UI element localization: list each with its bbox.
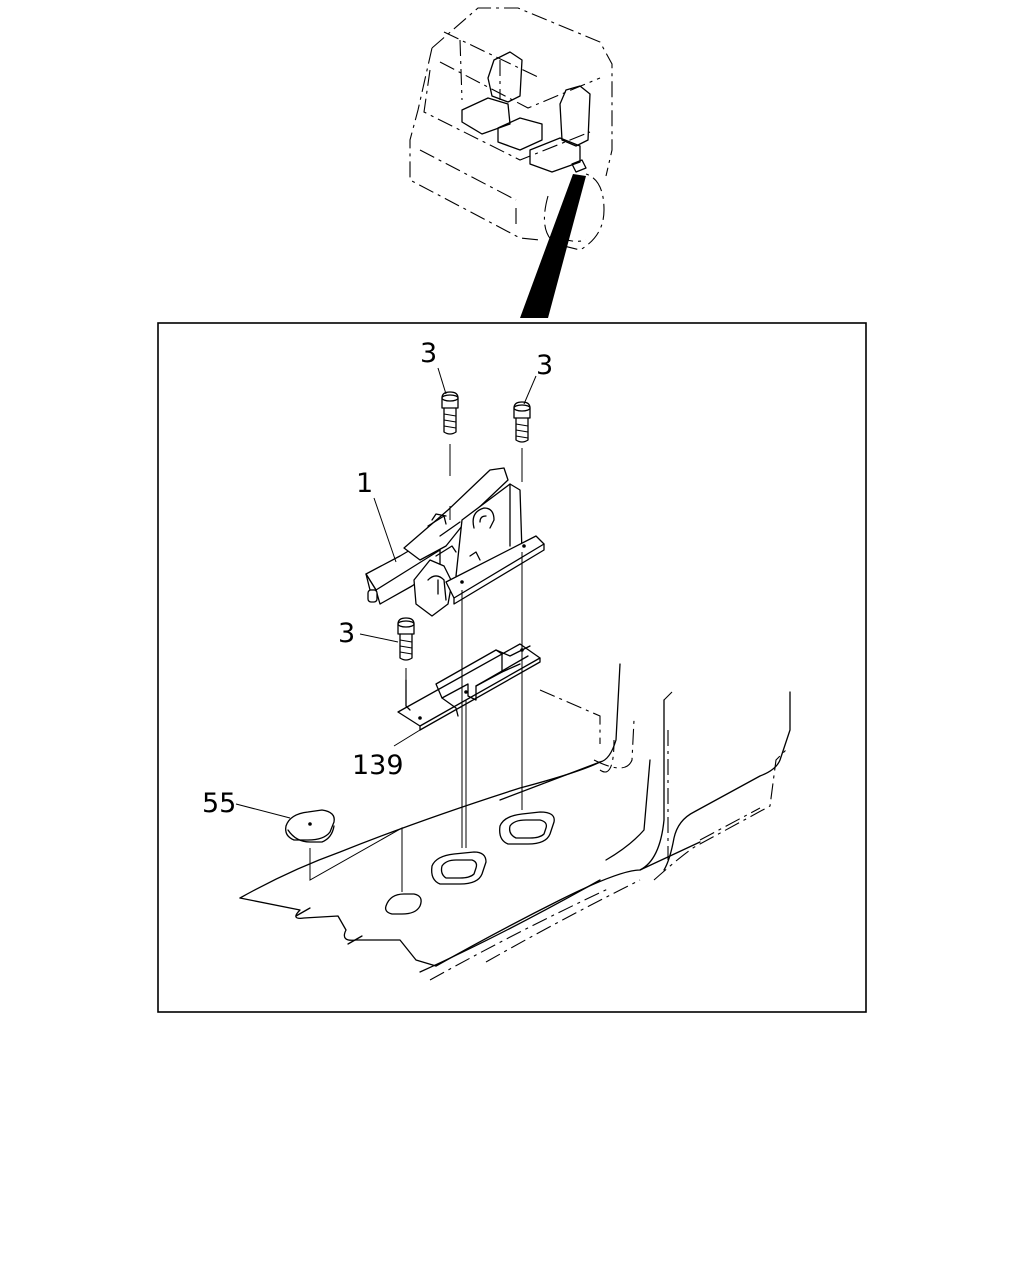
bracket-139: [397, 643, 541, 731]
bolt-top-left: [441, 391, 459, 435]
callout-3-lower: 3: [338, 618, 355, 649]
bolt-lower: [397, 617, 415, 661]
bolt-top-right: [513, 401, 531, 443]
cab-floor: [239, 663, 791, 981]
leader-lines: [235, 367, 537, 819]
callout-139: 139: [352, 750, 404, 781]
callout-1: 1: [356, 468, 373, 499]
assembly-lines: [405, 444, 523, 848]
callout-3-top-right: 3: [536, 350, 553, 381]
callout-3-top-left: 3: [420, 338, 437, 369]
cab-overview: [409, 7, 613, 318]
detail-frame: [157, 322, 867, 1013]
release-lever-assembly: [365, 467, 545, 617]
callout-55: 55: [202, 788, 236, 819]
callouts: 1 3 3 3 139 55: [202, 338, 553, 819]
